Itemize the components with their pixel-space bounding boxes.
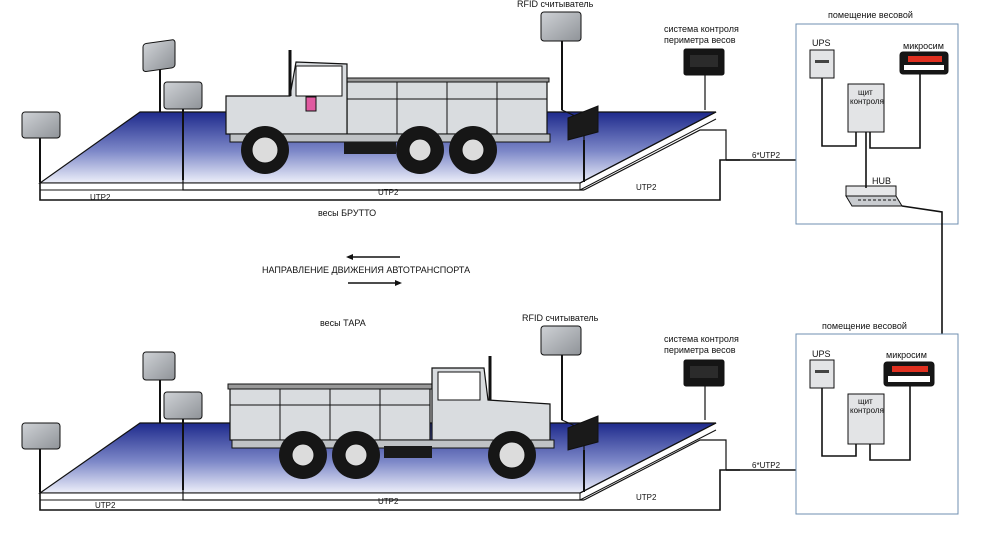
bottom-scale-platform-side <box>39 492 581 501</box>
top-scale-section: UTP2 UTP2 UTP2 6*UTP2 RFID считыватель <box>21 0 959 225</box>
bottom-utp-label-c: UTP2 <box>636 493 657 502</box>
bottom-perimeter-label-2: периметра весов <box>664 345 736 355</box>
top-ups <box>809 49 835 79</box>
bottom-utp-label-a: UTP2 <box>95 501 116 510</box>
bottom-truck-wheel-rear-2 <box>332 431 380 479</box>
top-hub-label: HUB <box>872 176 891 186</box>
top-perimeter-label-1: система контроля <box>664 24 739 34</box>
bottom-cable-microsim <box>869 386 911 461</box>
top-sensor-left <box>21 111 61 182</box>
top-scale-platform-side <box>39 182 581 191</box>
top-rfid-reader <box>540 11 582 110</box>
top-cable-microsim <box>869 74 921 149</box>
bottom-panel-label-1: щит <box>858 397 873 406</box>
top-control-panel <box>847 83 885 133</box>
top-microsim-label: микросим <box>903 41 944 51</box>
direction-label: НАПРАВЛЕНИЕ ДВИЖЕНИЯ АВТОТРАНСПОРТА <box>262 265 470 275</box>
bottom-utp-label-b: UTP2 <box>378 497 399 506</box>
top-truck-wheel-rear-1 <box>396 126 444 174</box>
bottom-truck <box>227 356 555 479</box>
top-truck-wheel-rear-2 <box>449 126 497 174</box>
top-utp-label-c: UTP2 <box>636 183 657 192</box>
direction-indicator <box>346 254 402 286</box>
top-scale-label: весы БРУТТО <box>318 208 376 218</box>
top-sensor-mid <box>163 81 203 180</box>
bottom-scale-section: UTP2 UTP2 UTP2 6*UTP2 RFID считыватель <box>21 313 959 515</box>
top-6utp-label: 6*UTP2 <box>752 151 781 160</box>
top-perimeter-label-2: периметра весов <box>664 35 736 45</box>
bottom-microsim-label: микросим <box>886 350 927 360</box>
top-truck-wheel-front <box>241 126 289 174</box>
bottom-control-panel <box>847 393 885 445</box>
top-utp-label-a: UTP2 <box>90 193 111 202</box>
top-cable-utp-right <box>583 129 727 191</box>
top-cable-ups <box>821 78 857 147</box>
bottom-scale-label: весы ТАРА <box>320 318 366 328</box>
bottom-ups <box>809 359 835 389</box>
bottom-panel-label-2: контроля <box>850 406 884 415</box>
top-panel-label-1: щит <box>858 88 873 97</box>
bottom-rfid-reader <box>540 325 582 420</box>
top-rfid-label: RFID считыватель <box>517 0 594 9</box>
bottom-room-label: помещение весовой <box>822 321 907 331</box>
top-ups-label: UPS <box>812 38 831 48</box>
bottom-cable-ups <box>821 388 857 457</box>
bottom-6utp-label: 6*UTP2 <box>752 461 781 470</box>
bottom-truck-wheel-front <box>488 431 536 479</box>
bottom-sensor-left <box>21 422 61 492</box>
bottom-sensor-back <box>142 351 176 423</box>
top-hub <box>845 185 903 207</box>
bottom-perimeter-unit <box>683 359 725 387</box>
top-truck <box>225 50 551 174</box>
top-perimeter-unit <box>683 48 725 76</box>
bottom-perimeter-label-1: система контроля <box>664 334 739 344</box>
top-rfid-antenna <box>567 105 599 182</box>
top-sensor-back <box>142 39 176 112</box>
bottom-cable-utp-right <box>583 439 727 501</box>
bottom-truck-wheel-rear-1 <box>279 431 327 479</box>
bottom-ups-label: UPS <box>812 349 831 359</box>
bottom-sensor-mid <box>163 391 203 490</box>
top-microsim <box>899 51 949 75</box>
top-utp-label-b: UTP2 <box>378 188 399 197</box>
bottom-rfid-antenna <box>567 415 599 492</box>
top-room-label: помещение весовой <box>828 10 913 20</box>
top-panel-label-2: контроля <box>850 97 884 106</box>
bottom-rfid-label: RFID считыватель <box>522 313 599 323</box>
bottom-microsim <box>883 361 935 387</box>
